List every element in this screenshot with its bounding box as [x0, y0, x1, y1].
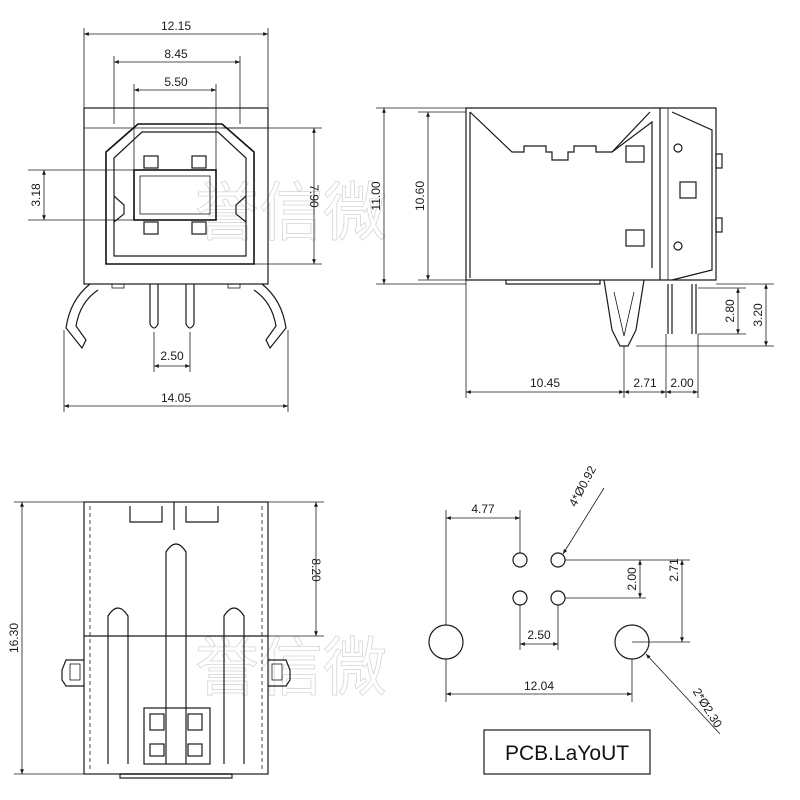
dim-8-45: 8.45 [164, 47, 188, 61]
dim-2-80: 2.80 [723, 299, 737, 323]
mount-leg-left [65, 283, 99, 350]
dim-11-00: 11.00 [369, 181, 383, 210]
dim-5-50: 5.50 [164, 75, 188, 89]
dim-14-05: 14.05 [161, 391, 191, 405]
pin-right [185, 284, 195, 329]
top-contact-center [165, 543, 187, 764]
pcb-layout-view: 4.77 4*Ø0.92 2.00 2.71 2.50 12.04 2*Ø2.3… [428, 463, 725, 775]
dim-row-2-00: 2.00 [625, 567, 639, 591]
side-window-3 [625, 229, 645, 247]
dim-hole-large: 2*Ø2.30 [690, 685, 725, 730]
pcb-hole-3 [512, 590, 528, 606]
pcb-mount-hole-left [428, 624, 464, 660]
top-contact-left [107, 607, 129, 764]
side-window-2 [679, 181, 697, 199]
dim-4-77: 4.77 [471, 502, 495, 516]
front-body [83, 107, 269, 285]
pcb-label-box [483, 729, 651, 775]
side-mount-leg [603, 279, 645, 347]
top-view: 16.30 8.20 [7, 501, 324, 779]
watermark-bottom: 誉信微 [195, 632, 387, 706]
side-view: 11.00 10.60 10.45 2.71 2.00 2.80 3.20 [369, 107, 774, 398]
pcb-hole-4 [550, 590, 566, 606]
side-body [465, 107, 717, 281]
contact-3 [143, 221, 159, 235]
dim-2-00: 2.00 [670, 376, 694, 390]
dim-2-50: 2.50 [160, 349, 184, 363]
dim-span-12-04: 12.04 [524, 679, 554, 693]
contact-2 [191, 155, 207, 169]
pin-block [143, 707, 211, 765]
dim-row-2-71: 2.71 [667, 558, 681, 582]
dim-col-2-50: 2.50 [527, 628, 551, 642]
port-inner [113, 131, 247, 257]
center-tongue [133, 169, 217, 221]
dim-3-18: 3.18 [29, 183, 43, 207]
dim-3-20: 3.20 [751, 303, 765, 327]
contact-4 [191, 221, 207, 235]
pin-left [149, 284, 159, 329]
dim-hole-small: 4*Ø0.92 [566, 463, 599, 509]
mount-leg-right [253, 283, 287, 350]
top-contact-right [223, 607, 245, 764]
dim-16-30: 16.30 [7, 623, 21, 653]
watermark-top: 誉信微 [195, 177, 387, 251]
side-window-1 [625, 145, 645, 163]
dim-10-60: 10.60 [413, 181, 427, 211]
pcb-hole-1 [512, 552, 528, 568]
pcb-label: PCB.LaYoUT [505, 742, 629, 765]
dim-2-71: 2.71 [633, 376, 657, 390]
dim-7-90: 7.90 [307, 184, 321, 208]
contact-1 [143, 155, 159, 169]
dim-8-20: 8.20 [309, 558, 323, 582]
pcb-hole-2 [550, 552, 566, 568]
front-view: 12.15 8.45 5.50 3.18 7.90 2.50 14.05 [28, 19, 322, 412]
dim-12-15: 12.15 [161, 19, 191, 33]
dim-10-45: 10.45 [530, 376, 560, 390]
